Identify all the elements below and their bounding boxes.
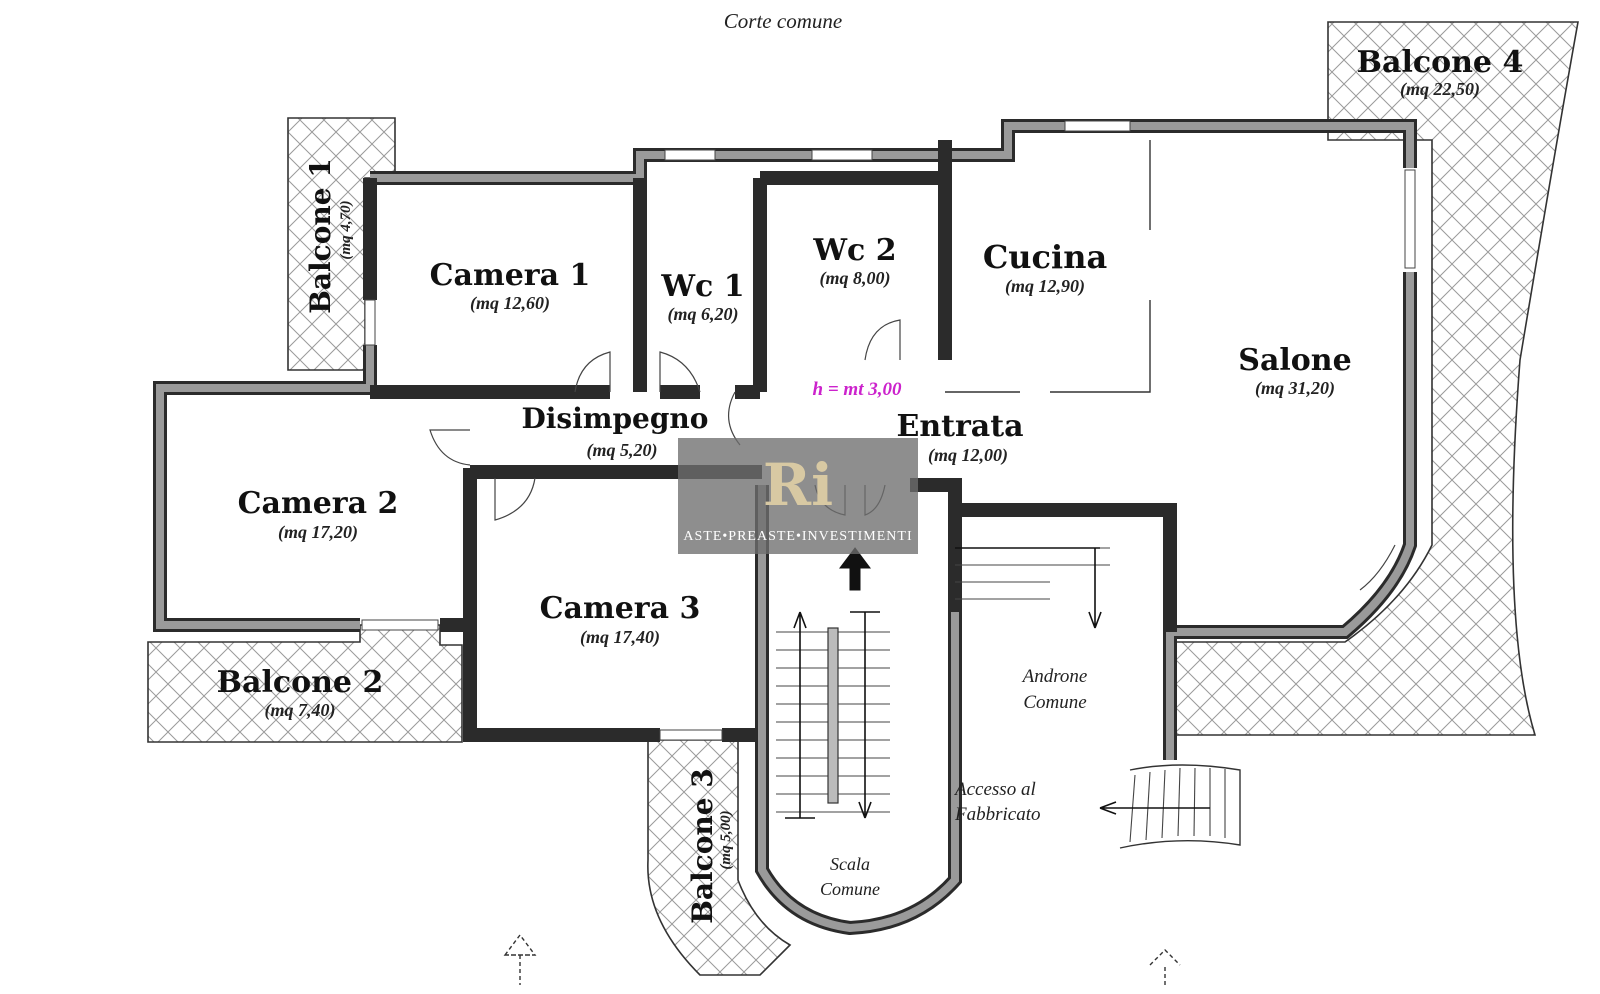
androne-label-line2: Comune xyxy=(1023,692,1086,713)
watermark: Ri ASTE•PREASTE•INVESTIMENTI xyxy=(678,438,918,554)
windows xyxy=(361,120,1416,741)
balcone-1-name: Balcone 1 xyxy=(304,158,337,314)
balcone-2-name: Balcone 2 xyxy=(217,665,384,700)
camera-2-name: Camera 2 xyxy=(238,486,399,521)
balcone-3-name: Balcone 3 xyxy=(686,768,719,924)
wc-2-name: Wc 2 xyxy=(812,233,896,268)
balcone-1-area: (mq 4,70) xyxy=(338,200,354,259)
wc-1-name: Wc 1 xyxy=(660,269,744,304)
interior-walls xyxy=(370,140,1177,632)
disimpegno-area: (mq 5,20) xyxy=(587,440,658,461)
ceiling-height-note: h = mt 3,00 xyxy=(813,379,902,400)
wc-1-area: (mq 6,20) xyxy=(668,304,739,325)
north-arrow-icon xyxy=(503,933,537,985)
balcony-labels: Balcone 1 (mq 4,70) Balcone 2 (mq 7,40) … xyxy=(217,45,1524,924)
camera-1-area: (mq 12,60) xyxy=(470,293,550,314)
stair-main xyxy=(776,611,890,819)
disimpegno-name: Disimpegno xyxy=(522,402,709,435)
cucina-area: (mq 12,90) xyxy=(1005,276,1085,297)
stair-secondary xyxy=(955,547,1110,629)
balcone-4-area: (mq 22,50) xyxy=(1400,79,1480,100)
watermark-text: ASTE•PREASTE•INVESTIMENTI xyxy=(683,529,912,544)
court-label: Corte comune xyxy=(724,9,842,33)
balcone-2-area: (mq 7,40) xyxy=(265,700,336,721)
wc-2-area: (mq 8,00) xyxy=(820,268,891,289)
scala-label-line1: Scala xyxy=(830,854,870,874)
accesso-label-line2: Fabbricato xyxy=(954,804,1041,825)
camera-1-name: Camera 1 xyxy=(430,258,591,293)
camera-3-area: (mq 17,40) xyxy=(580,627,660,648)
stair-external xyxy=(1099,764,1241,849)
balcone-4-name: Balcone 4 xyxy=(1357,45,1524,80)
accesso-label-line1: Accesso al xyxy=(953,779,1036,800)
androne-label-line1: Androne xyxy=(1021,666,1088,687)
balcone-4-area xyxy=(1169,21,1579,736)
room-labels: Camera 1 (mq 12,60) Wc 1 (mq 6,20) Wc 2 … xyxy=(238,233,1352,648)
north-arrow-icon-2 xyxy=(1149,949,1181,985)
entrata-area: (mq 12,00) xyxy=(928,445,1008,466)
salone-name: Salone xyxy=(1238,343,1351,378)
entry-arrow-icon xyxy=(839,547,871,591)
camera-2-area: (mq 17,20) xyxy=(278,522,358,543)
balconies-hatch xyxy=(147,21,1579,976)
cucina-name: Cucina xyxy=(983,238,1107,276)
balcone-3-area: (mq 5,00) xyxy=(718,810,734,869)
balcone-2-area xyxy=(147,624,463,743)
balcone-3-area xyxy=(647,739,792,976)
watermark-mark: Ri xyxy=(763,451,833,519)
scala-label-line2: Comune xyxy=(820,879,880,899)
common-area-labels: Androne Comune Scala Comune Accesso al F… xyxy=(820,666,1087,899)
camera-3-name: Camera 3 xyxy=(540,591,701,626)
salone-area: (mq 31,20) xyxy=(1255,378,1335,399)
